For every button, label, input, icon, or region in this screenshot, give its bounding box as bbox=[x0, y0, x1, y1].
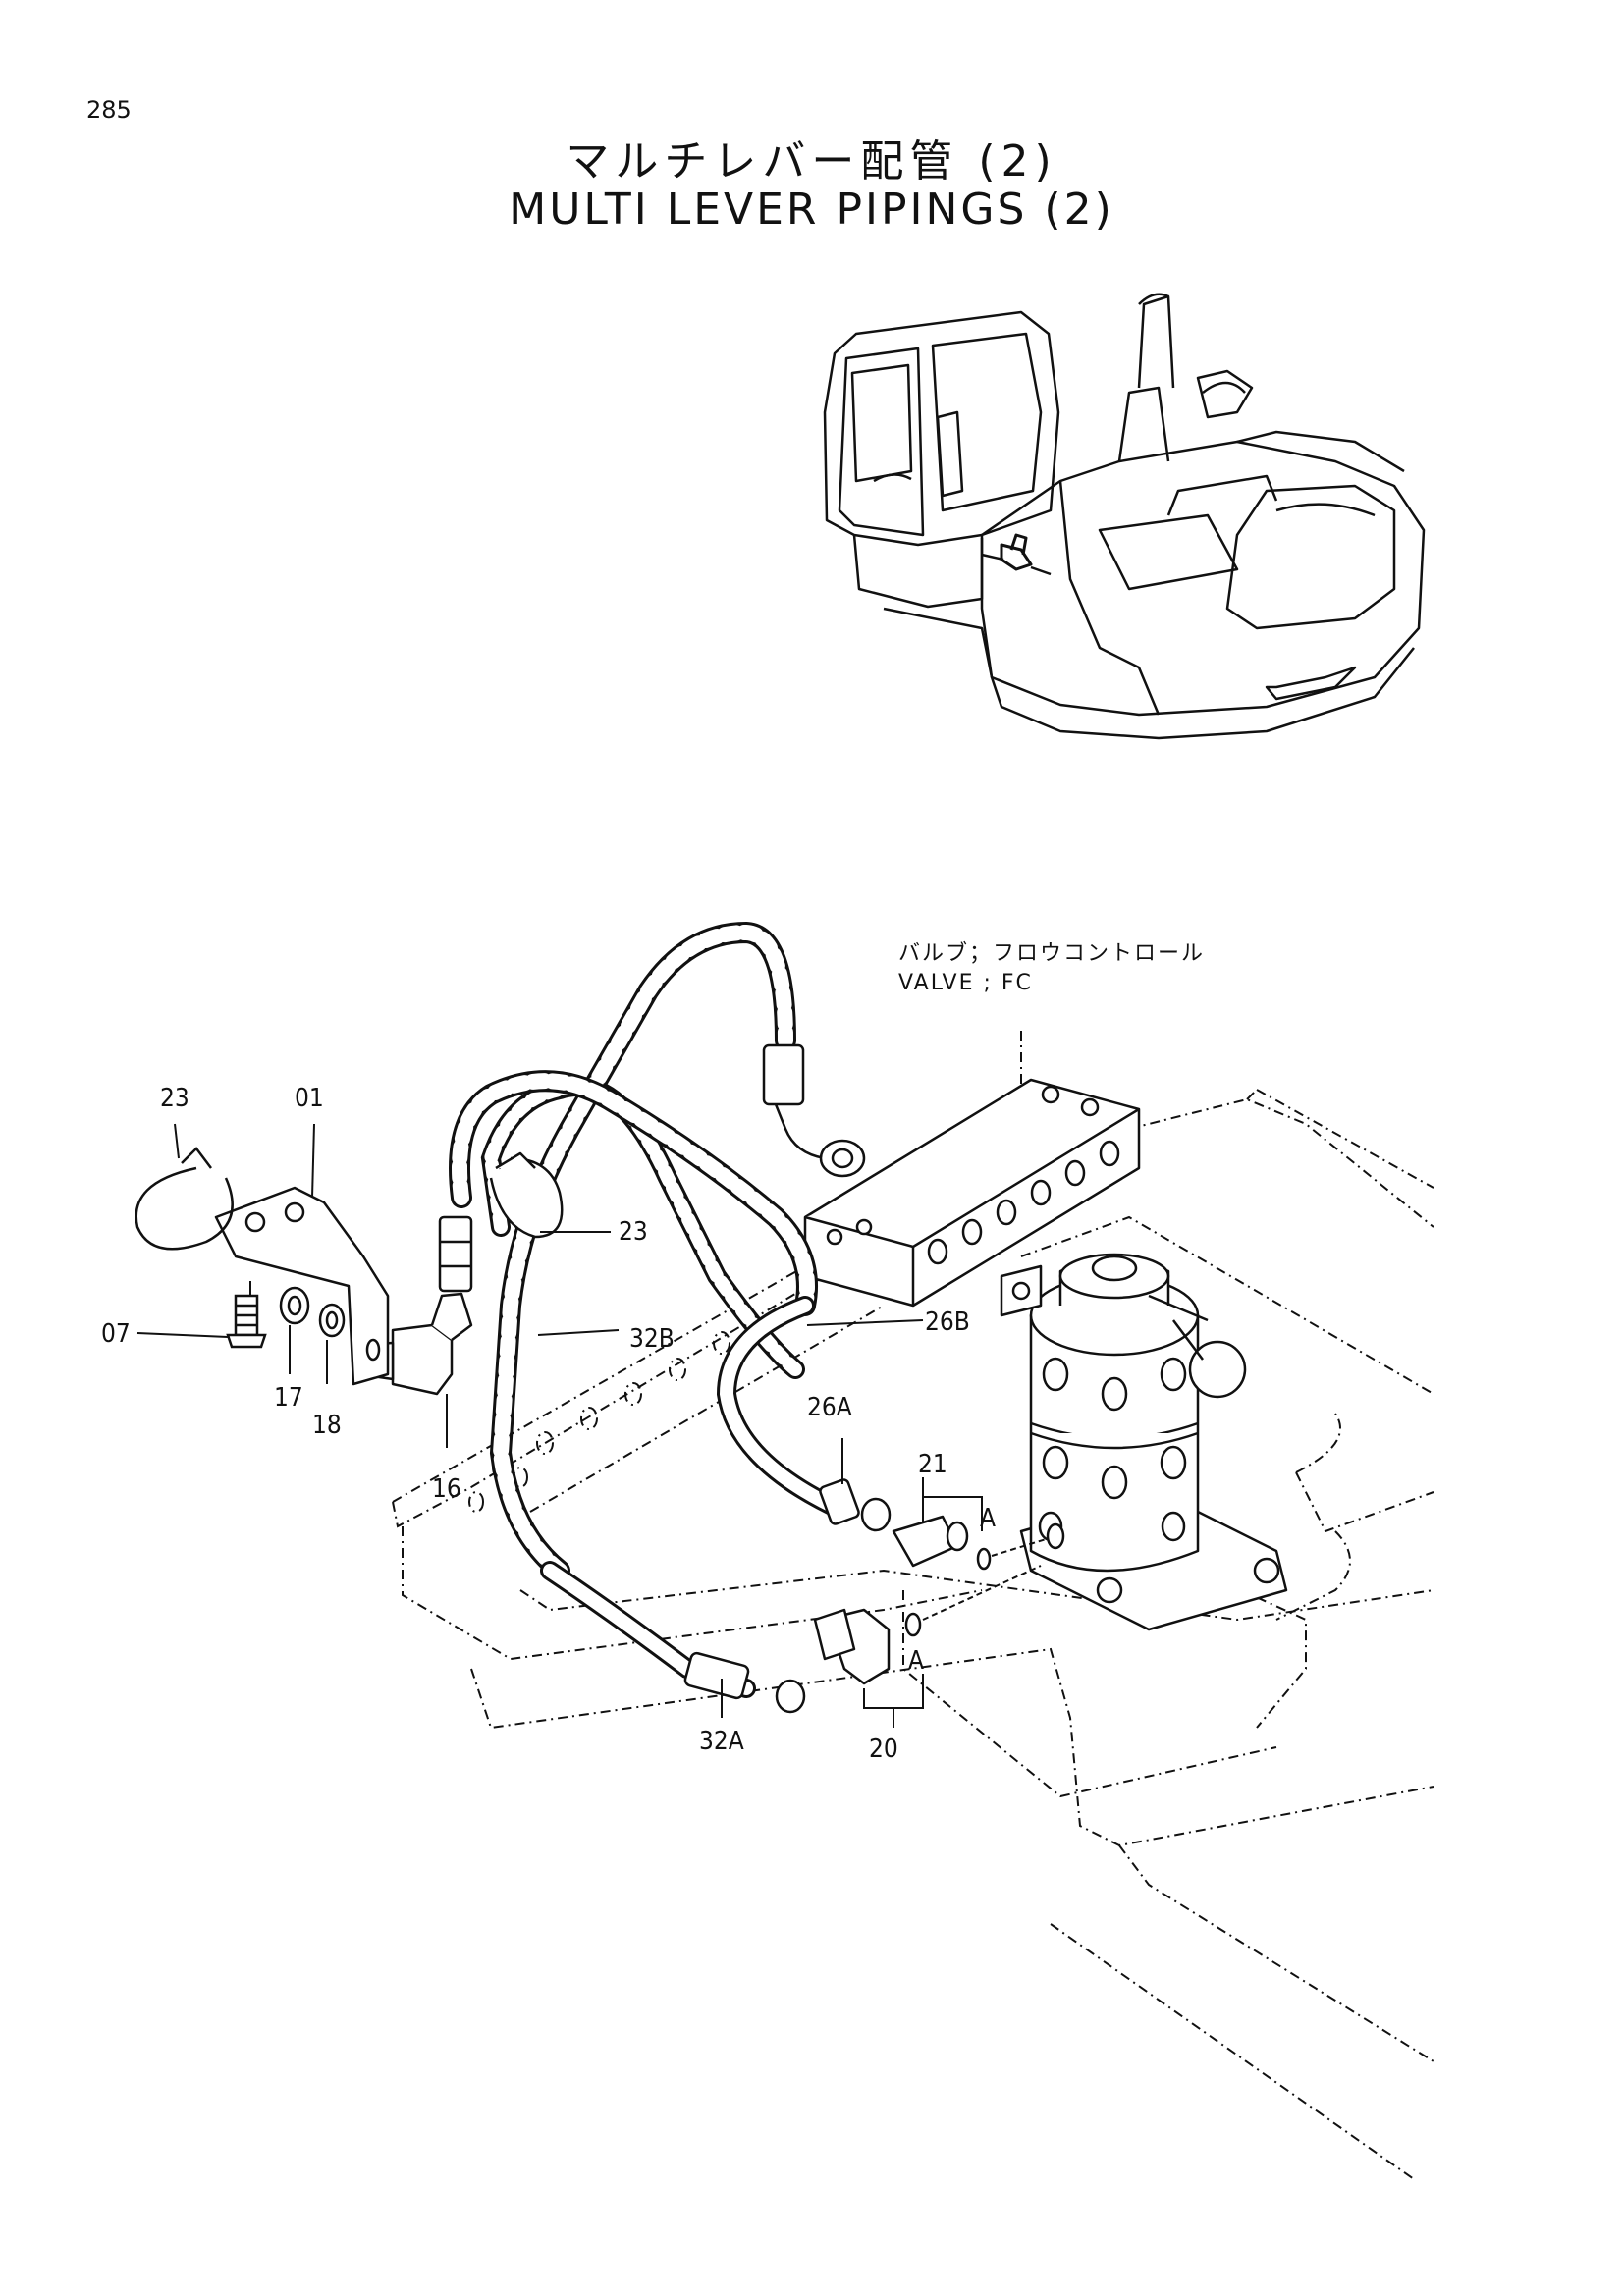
leader-lines bbox=[136, 1123, 983, 1728]
label-32B: 32B bbox=[629, 1324, 675, 1354]
label-01: 01 bbox=[295, 1084, 324, 1113]
label-valve-english: VALVE ; FC bbox=[898, 971, 1033, 995]
label-18: 18 bbox=[312, 1411, 342, 1440]
label-21: 21 bbox=[918, 1450, 947, 1479]
label-20: 20 bbox=[869, 1735, 898, 1764]
label-26A: 26A bbox=[807, 1393, 852, 1422]
bracket-01 bbox=[214, 1186, 390, 1386]
fittings bbox=[356, 1043, 1065, 1714]
page-number: 285 bbox=[86, 96, 132, 124]
label-32A: 32A bbox=[699, 1727, 744, 1756]
callout-labels: 23 01 07 17 18 16 23 32B 26B 26A 21 A A … bbox=[101, 941, 1205, 1764]
label-07: 07 bbox=[101, 1319, 131, 1349]
label-A-upper: A bbox=[980, 1504, 996, 1533]
label-23-left: 23 bbox=[160, 1084, 189, 1113]
label-valve-japanese: バルブ；フロウコントロール bbox=[898, 941, 1205, 966]
washer-17 bbox=[279, 1286, 310, 1325]
swivel-joint bbox=[1000, 1253, 1288, 1631]
label-26B: 26B bbox=[925, 1308, 970, 1337]
bolt-07 bbox=[226, 1294, 267, 1349]
label-16: 16 bbox=[432, 1474, 461, 1504]
label-23-center: 23 bbox=[619, 1217, 648, 1247]
excavator-overview-illustration bbox=[823, 293, 1426, 740]
label-17: 17 bbox=[274, 1383, 303, 1413]
clamp-23 bbox=[135, 1147, 234, 1251]
label-A-lower: A bbox=[908, 1646, 924, 1676]
hose-assembly bbox=[449, 921, 854, 1698]
page-title-english: MULTI LEVER PIPINGS (2) bbox=[509, 185, 1114, 235]
flow-control-valve bbox=[803, 1078, 1141, 1308]
washer-18 bbox=[318, 1303, 346, 1338]
page-title-japanese: マルチレバー配管 (2) bbox=[566, 136, 1057, 187]
